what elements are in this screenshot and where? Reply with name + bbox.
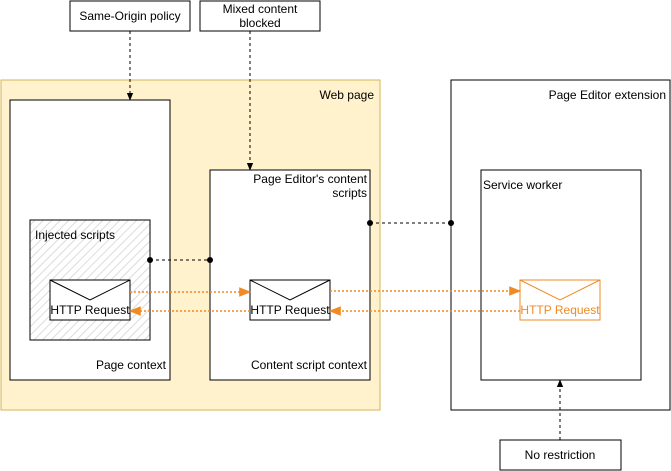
page-editor-extension-label: Page Editor extension bbox=[549, 88, 666, 102]
mixed-content-label-line2: blocked bbox=[239, 16, 280, 30]
http-request-label: HTTP Request bbox=[520, 303, 600, 317]
connector-dot bbox=[367, 220, 373, 226]
http-request-label: HTTP Request bbox=[250, 303, 330, 317]
content-http-request-envelope: HTTP Request bbox=[249, 279, 331, 321]
connector-dot bbox=[147, 257, 153, 263]
http-request-label: HTTP Request bbox=[50, 303, 130, 317]
injected-scripts-label: Injected scripts bbox=[35, 228, 115, 242]
no-restriction-box bbox=[499, 439, 622, 471]
service-worker-box bbox=[480, 169, 642, 381]
injected-http-request-envelope: HTTP Request bbox=[49, 279, 131, 321]
envelope-flap bbox=[519, 279, 601, 301]
connector-dot bbox=[448, 220, 454, 226]
content-scripts-title-line2: scripts bbox=[332, 186, 367, 200]
mixed-content-box bbox=[199, 0, 321, 32]
worker-http-request-envelope: HTTP Request bbox=[519, 279, 601, 321]
same-origin-policy-label: Same-Origin policy bbox=[79, 9, 180, 23]
envelope-flap bbox=[249, 279, 331, 301]
mixed-content-label-line1: Mixed content bbox=[223, 2, 298, 16]
web-page-label: Web page bbox=[320, 88, 375, 102]
envelope-flap bbox=[49, 279, 131, 301]
service-worker-label: Service worker bbox=[483, 178, 562, 192]
connector-dot bbox=[207, 257, 213, 263]
no-restriction-label: No restriction bbox=[525, 448, 596, 462]
content-scripts-title-line1: Page Editor's content bbox=[253, 172, 367, 186]
content-script-context-box bbox=[209, 169, 371, 381]
content-script-context-label: Content script context bbox=[251, 358, 368, 372]
page-context-label: Page context bbox=[96, 358, 167, 372]
